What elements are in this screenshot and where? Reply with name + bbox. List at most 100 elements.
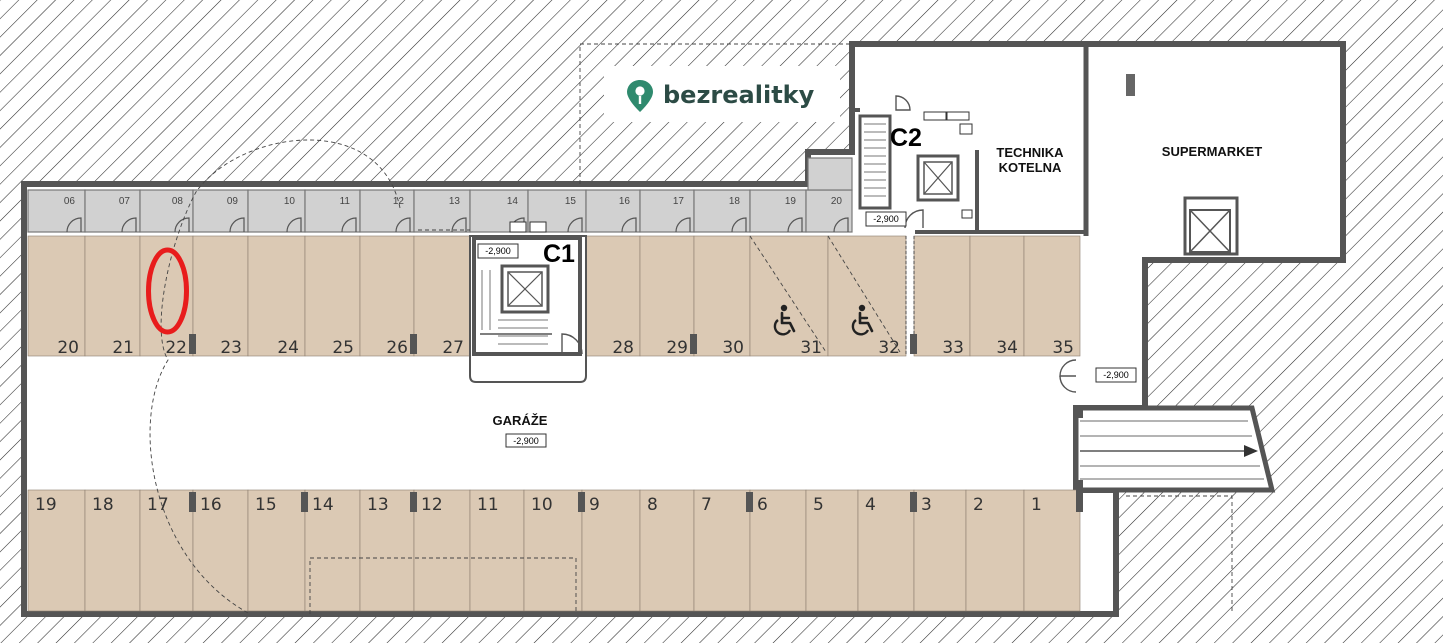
storage-locker-number: 12	[393, 196, 405, 207]
locker-door	[567, 217, 583, 233]
parking-spot-20[interactable]: 20	[27, 235, 86, 358]
parking-spot-13[interactable]: 13	[359, 489, 415, 612]
parking-spot-9[interactable]: 9	[581, 489, 641, 612]
parking-spot-8[interactable]: 8	[639, 489, 695, 612]
locker-door	[341, 217, 357, 233]
storage-locker-20[interactable]: 20	[805, 189, 853, 233]
location-pin-icon	[627, 80, 653, 112]
parking-spot-33[interactable]: 33	[913, 235, 971, 358]
parking-spot-23[interactable]: 23	[192, 235, 249, 358]
column-pillar	[410, 492, 417, 512]
parking-spot-30[interactable]: 30	[693, 235, 751, 358]
parking-spot-12[interactable]: 12	[413, 489, 471, 612]
parking-spot-number: 35	[1052, 338, 1074, 358]
parking-spot-number: 2	[973, 495, 984, 515]
parking-spot-number: 28	[612, 338, 634, 358]
storage-locker-16[interactable]: 16	[585, 189, 641, 233]
column-pillar	[1076, 406, 1083, 418]
parking-spot-number: 6	[757, 495, 768, 515]
room-label-garage: GARÁŽE	[493, 413, 548, 428]
storage-locker-10[interactable]: 10	[247, 189, 306, 233]
parking-spot-17[interactable]: 17	[139, 489, 194, 612]
parking-spot-19[interactable]: 19	[27, 489, 86, 612]
parking-spot-number: 5	[813, 495, 824, 515]
parking-spot-4[interactable]: 4	[857, 489, 915, 612]
locker-door	[229, 217, 245, 233]
storage-locker-09[interactable]: 09	[192, 189, 249, 233]
parking-spot-29[interactable]: 29	[639, 235, 695, 358]
storage-locker-number: 07	[119, 196, 131, 207]
parking-spot-number: 29	[666, 338, 688, 358]
column-pillar	[910, 492, 917, 512]
storage-locker-08[interactable]: 08	[139, 189, 194, 233]
parking-spot-14[interactable]: 14	[304, 489, 361, 612]
parking-spot-1[interactable]: 1	[1023, 489, 1081, 612]
parking-spot-2[interactable]: 2	[965, 489, 1025, 612]
storage-locker-number: 20	[831, 196, 843, 207]
parking-spot-24[interactable]: 24	[247, 235, 306, 358]
storage-locker-number: 13	[449, 196, 461, 207]
entrance-door[interactable]	[1059, 359, 1077, 393]
column-pillar	[690, 334, 697, 354]
parking-spot-number: 15	[255, 495, 277, 515]
parking-spot-16[interactable]: 16	[192, 489, 249, 612]
storage-locker-number: 18	[729, 196, 741, 207]
parking-spot-26[interactable]: 26	[359, 235, 415, 358]
level-label-entrance: -2,900	[1103, 370, 1129, 380]
parking-spot-28[interactable]: 28	[585, 235, 641, 358]
level-label-c2: -2,900	[873, 214, 899, 224]
parking-spot-number: 20	[57, 338, 79, 358]
parking-spot-11[interactable]: 11	[469, 489, 525, 612]
storage-locker-07[interactable]: 07	[84, 189, 141, 233]
level-label-garage: -2,900	[513, 436, 539, 446]
storage-locker-number: 10	[284, 196, 296, 207]
storage-locker-13[interactable]: 13	[413, 189, 471, 233]
storage-locker-11[interactable]: 11	[304, 189, 361, 233]
brand-logo[interactable]: bezrealitky	[604, 66, 840, 122]
storage-locker-12[interactable]: 12	[359, 189, 415, 233]
parking-spot-number: 34	[996, 338, 1018, 358]
column-pillar	[746, 492, 753, 512]
locker-door	[675, 217, 691, 233]
locker-door	[174, 217, 190, 233]
column-pillar	[578, 492, 585, 512]
parking-spot-10[interactable]: 10	[523, 489, 583, 612]
ramp-outline	[149, 43, 1233, 615]
parking-spot-6[interactable]: 6	[749, 489, 807, 612]
parking-spot-15[interactable]: 15	[247, 489, 306, 612]
parking-spot-25[interactable]: 25	[304, 235, 361, 358]
parking-spot-number: 33	[942, 338, 964, 358]
parking-spot-number: 30	[722, 338, 744, 358]
parking-spot-number: 12	[421, 495, 443, 515]
storage-locker-number: 09	[227, 196, 239, 207]
parking-spot-34[interactable]: 34	[969, 235, 1025, 358]
parking-spot-21[interactable]: 21	[84, 235, 141, 358]
storage-locker-06[interactable]: 06	[27, 189, 86, 233]
storage-locker-18[interactable]: 18	[693, 189, 751, 233]
parking-spot-number: 1	[1031, 495, 1042, 515]
parking-spot-number: 19	[35, 495, 57, 515]
locker-door	[66, 217, 82, 233]
parking-spot-27[interactable]: 27	[413, 235, 471, 358]
parking-spot-3[interactable]: 3	[913, 489, 967, 612]
core-label-c2: C2	[890, 124, 922, 152]
parking-spot-number: 26	[386, 338, 408, 358]
parking-spot-7[interactable]: 7	[693, 489, 751, 612]
parking-spot-18[interactable]: 18	[84, 489, 141, 612]
locker-door	[833, 217, 849, 233]
storage-locker-19[interactable]: 19	[749, 189, 807, 233]
parking-spot-number: 11	[477, 495, 499, 515]
parking-spot-35[interactable]: 35	[1023, 235, 1081, 358]
locker-door	[121, 217, 137, 233]
storage-locker-17[interactable]: 17	[639, 189, 695, 233]
parking-spot-number: 24	[277, 338, 299, 358]
parking-spot-5[interactable]: 5	[805, 489, 859, 612]
entrance-ramp[interactable]	[1073, 405, 1276, 493]
column-pillar	[1076, 480, 1083, 496]
parking-spot-32[interactable]: 32	[827, 235, 907, 358]
parking-spot-number: 9	[589, 495, 600, 515]
locker-door	[787, 217, 803, 233]
storage-locker-number: 19	[785, 196, 797, 207]
parking-spot-number: 4	[865, 495, 876, 515]
parking-spot-number: 3	[921, 495, 932, 515]
